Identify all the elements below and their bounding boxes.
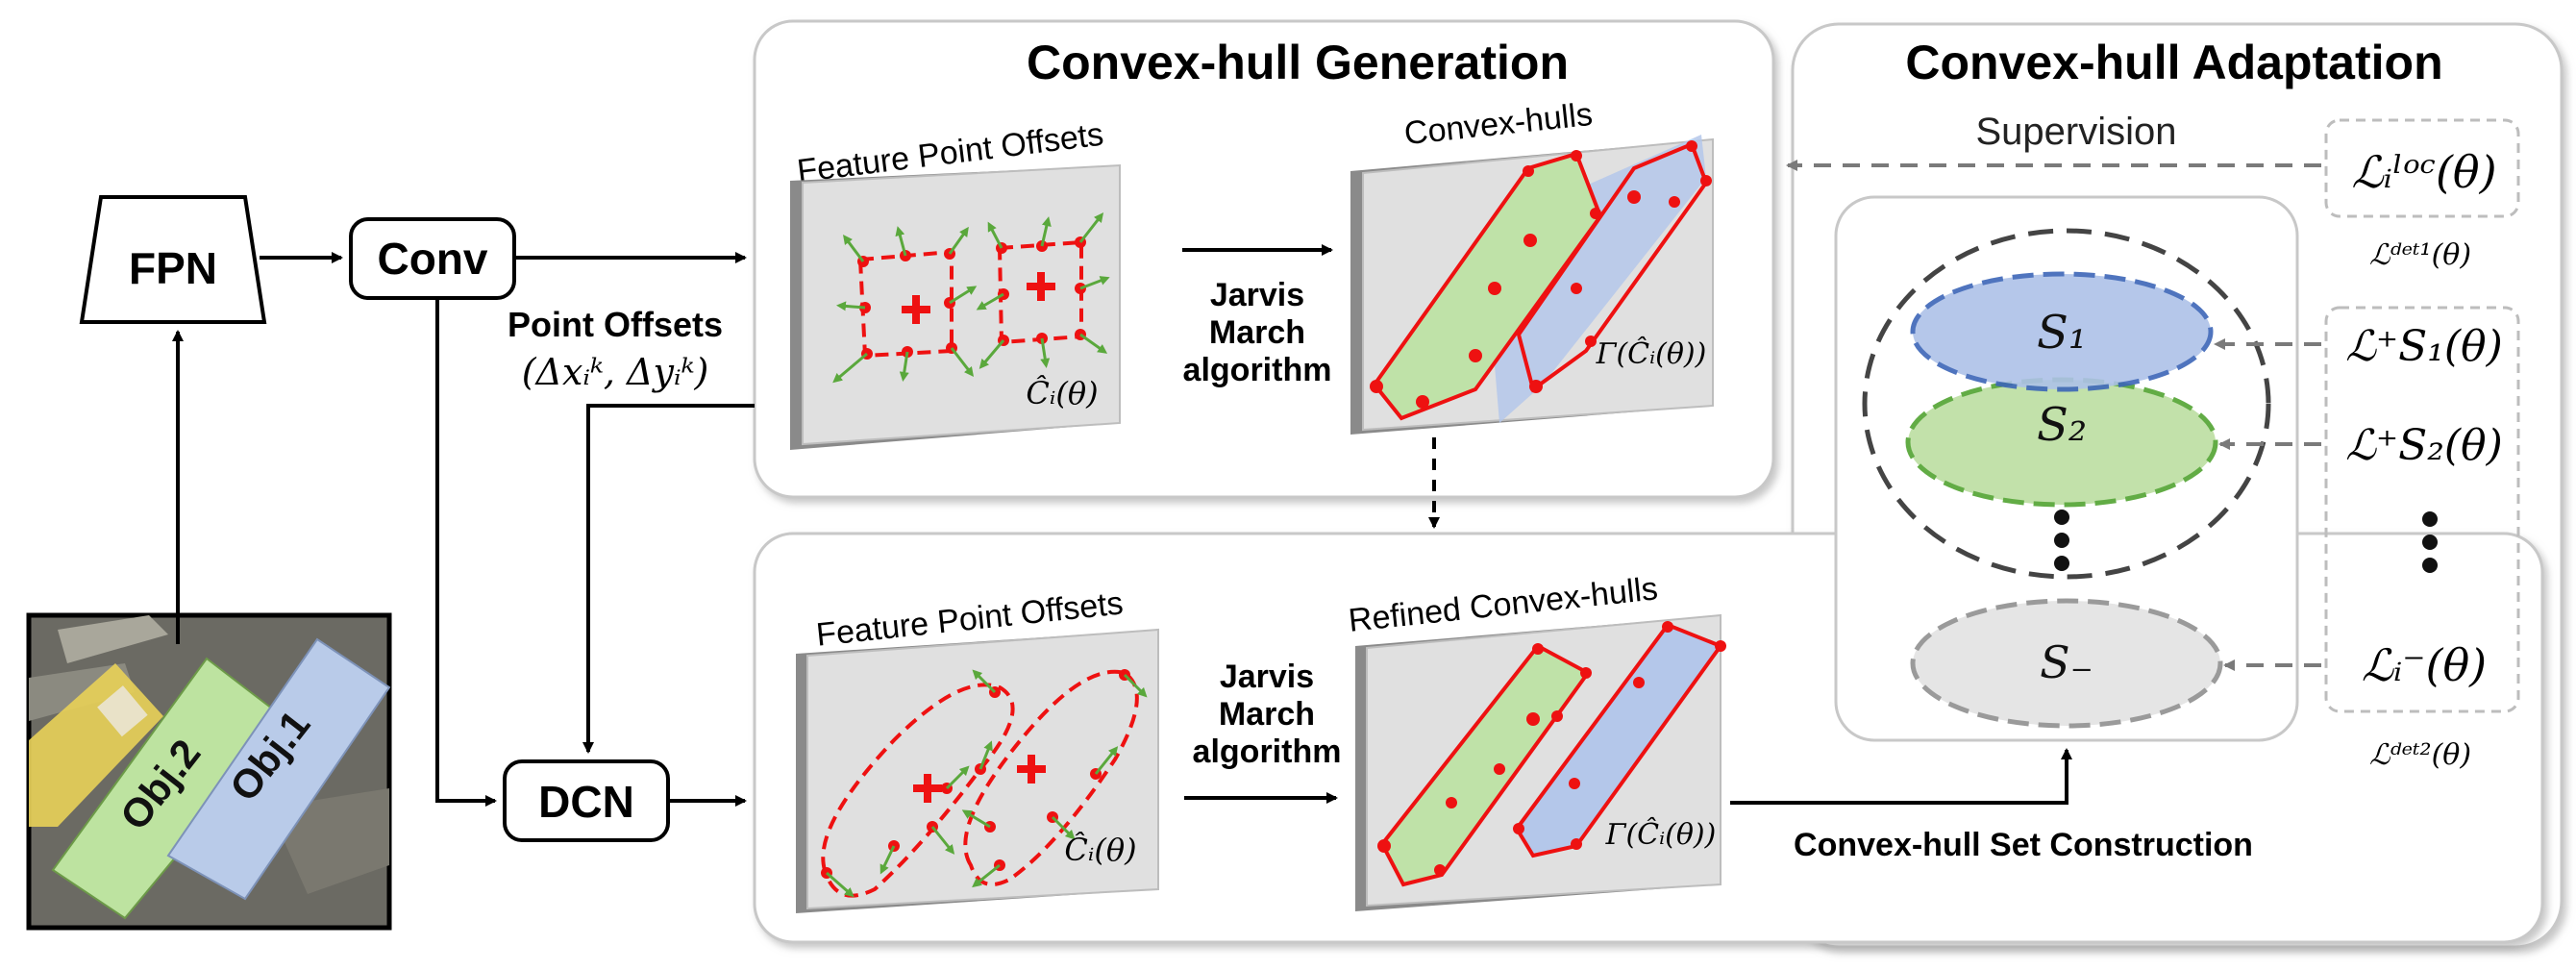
fpn-block xyxy=(79,195,267,324)
det1-label: ℒᵈᵉᵗ¹(θ) xyxy=(2369,238,2471,272)
gen-gamma-label: Γ(Ĉᵢ(θ)) xyxy=(1596,336,1707,371)
conv-label: Conv xyxy=(378,234,488,284)
ref-hulls-plate xyxy=(1355,613,1726,911)
point-offsets-formula: (Δxᵢᵏ, Δyᵢᵏ) xyxy=(522,351,709,393)
set-construction-label: Convex-hull Set Construction xyxy=(1794,827,2253,863)
det2-label: ℒᵈᵉᵗ²(θ) xyxy=(2369,738,2471,772)
ref-algo-line1: Jarvis xyxy=(1220,659,1314,695)
fpn-label: FPN xyxy=(129,243,217,293)
dcn-label: DCN xyxy=(538,777,634,827)
loss-s1-label: ℒ⁺S₁(θ) xyxy=(2345,322,2503,371)
ref-algo-line3: algorithm xyxy=(1193,734,1342,770)
s1-label: S₁ xyxy=(2037,306,2087,360)
loss-neg-label: ℒᵢ⁻(θ) xyxy=(2362,639,2487,691)
ref-ci-label: Ĉᵢ(θ) xyxy=(1064,832,1136,868)
set-s1 xyxy=(1910,271,2214,392)
sneg-label: S₋ xyxy=(2040,636,2093,688)
gen-algo-line2: March xyxy=(1209,314,1305,351)
loss-ellipsis-dots xyxy=(2422,511,2438,573)
s2-label: S₂ xyxy=(2037,398,2087,452)
loss-loc-box xyxy=(2324,118,2520,218)
loss-det2-box xyxy=(2324,306,2520,713)
arrow-conv-to-dcn xyxy=(435,298,497,807)
gen-offsets-plate xyxy=(790,163,1121,450)
adaptation-title: Convex-hull Adaptation xyxy=(1905,36,2442,89)
loss-s2-label: ℒ⁺S₂(θ) xyxy=(2345,421,2503,470)
supervision-label: Supervision xyxy=(1975,111,2176,153)
gen-algo-line1: Jarvis xyxy=(1210,277,1304,313)
gen-ci-label: Ĉᵢ(θ) xyxy=(1026,375,1098,411)
positive-set-outline xyxy=(1862,228,2271,580)
loss-loc-label: ℒᵢˡᵒᶜ(θ) xyxy=(2351,146,2496,198)
ref-offsets-plate xyxy=(796,628,1159,913)
generation-title: Convex-hull Generation xyxy=(1027,36,1569,89)
aerial-image xyxy=(26,612,392,931)
ref-gamma-label: Γ(Ĉᵢ(θ)) xyxy=(1605,817,1717,852)
set-ellipsis-dots xyxy=(2054,510,2069,571)
gen-hulls-plate xyxy=(1350,135,1714,435)
set-negative xyxy=(1910,598,2223,729)
arrow-set-construction xyxy=(1730,748,2072,805)
arrow-offsets-to-dcn xyxy=(582,404,755,754)
ref-algo-line2: March xyxy=(1219,696,1315,733)
point-offsets-title: Point Offsets xyxy=(508,305,723,344)
gen-algo-line3: algorithm xyxy=(1183,352,1332,388)
